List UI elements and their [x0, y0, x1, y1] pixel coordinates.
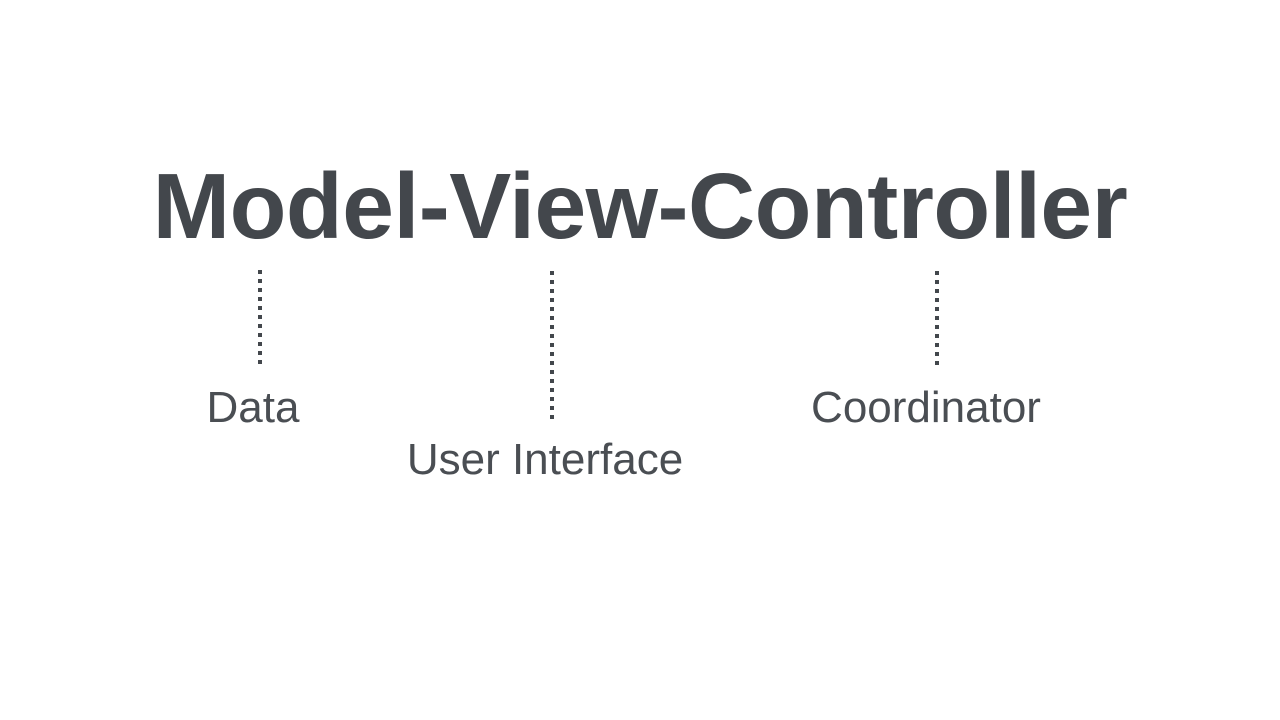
- dotted-connector-view: [550, 271, 554, 419]
- annotation-label-view: User Interface: [406, 435, 684, 484]
- annotation-label-model: Data: [206, 383, 300, 432]
- page-title: Model-View-Controller: [152, 154, 1128, 258]
- dotted-connector-controller: [935, 271, 939, 370]
- dotted-connector-model: [258, 270, 262, 369]
- annotation-label-controller: Coordinator: [811, 383, 1041, 432]
